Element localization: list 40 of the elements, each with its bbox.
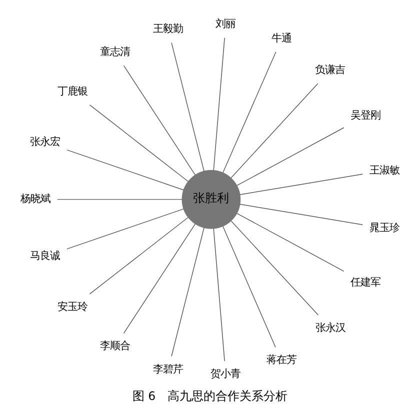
connector xyxy=(230,83,318,178)
node-text: 马良诚 xyxy=(30,250,60,262)
connector xyxy=(66,150,184,190)
node-text: 蒋在芳 xyxy=(266,354,296,366)
connector xyxy=(89,104,188,182)
node-text: 贺小青 xyxy=(210,368,241,380)
connector xyxy=(213,228,225,362)
node-text: 张永宏 xyxy=(30,136,60,148)
connector xyxy=(171,227,204,357)
node-text: 张永汉 xyxy=(316,322,346,334)
connector xyxy=(222,52,276,173)
connector xyxy=(57,199,182,200)
node-text: 王淑敏 xyxy=(369,164,400,176)
connector xyxy=(213,37,225,171)
node-text: 童志清 xyxy=(100,46,130,58)
node-text: 负谦吉 xyxy=(315,64,346,76)
connector xyxy=(66,208,184,250)
connector xyxy=(123,224,196,334)
node-text: 牛通 xyxy=(272,32,292,44)
connector xyxy=(222,226,276,348)
connector xyxy=(123,65,196,176)
node-text: 刘丽 xyxy=(216,18,236,30)
connector xyxy=(240,204,364,226)
connector xyxy=(240,174,364,196)
node-text: 王毅勤 xyxy=(153,22,184,35)
node-text: 安玉玲 xyxy=(58,301,88,314)
node-text: 吴登刚 xyxy=(350,110,381,122)
node-text: 李顺合 xyxy=(100,340,130,352)
node-circle: 张胜利 xyxy=(182,170,241,229)
node-text: 李碧芹 xyxy=(153,363,184,376)
node-text: 任建军 xyxy=(350,276,381,289)
node-text: 晁玉珍 xyxy=(369,222,400,234)
connector xyxy=(230,220,319,316)
connector xyxy=(171,42,204,172)
connector xyxy=(89,217,188,294)
caption: 图 6 高九思的合作关系分析 xyxy=(132,388,288,403)
node-text: 丁鹿银 xyxy=(58,85,88,98)
connector xyxy=(236,213,344,272)
node-text: 杨晓斌 xyxy=(20,193,51,206)
connector xyxy=(236,127,344,186)
